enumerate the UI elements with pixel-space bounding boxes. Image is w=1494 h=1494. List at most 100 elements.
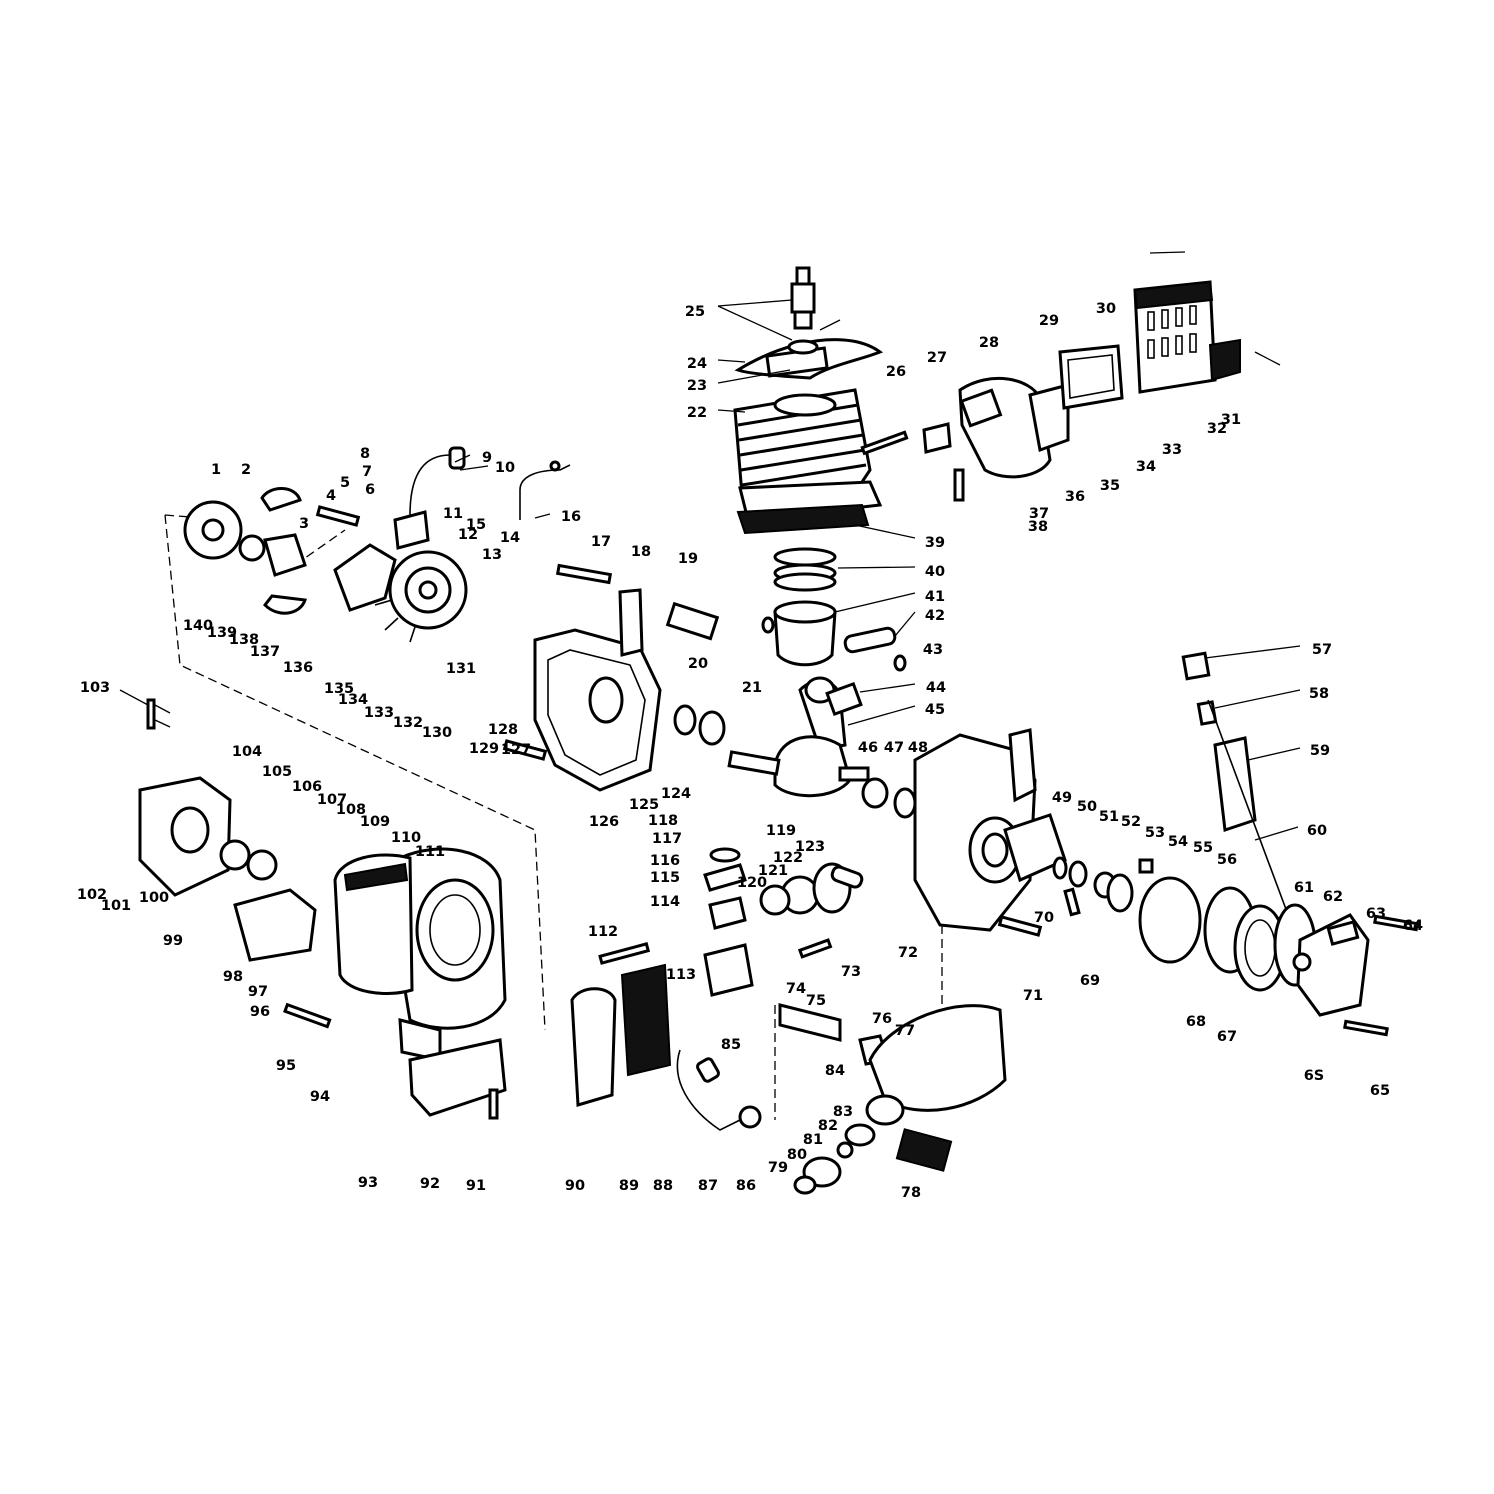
callout-114: 114 [650,894,680,910]
callout-134: 134 [338,692,368,708]
callout-102: 102 [77,887,107,903]
crankcase-right-half [913,728,1067,932]
callout-52: 52 [1121,814,1141,830]
intake-adapter [759,862,864,916]
callout-92: 92 [420,1176,440,1192]
callout-130: 130 [422,725,452,741]
callout-40: 40 [925,564,945,580]
crankcase-left-half [533,588,720,792]
starter-cover-left [138,776,317,962]
callout-70: 70 [1034,910,1054,926]
callout-105: 105 [262,764,292,780]
cylinder-cover-plate [734,338,884,380]
callout-34: 34 [1136,459,1156,475]
callout-65: 65 [1370,1083,1390,1099]
callout-117: 117 [652,831,682,847]
callout-49: 49 [1052,790,1072,806]
callout-42: 42 [925,608,945,624]
callout-68: 68 [1186,1014,1206,1030]
callout-73: 73 [841,964,861,980]
callout-7: 7 [362,464,372,480]
muffler [922,344,1124,479]
throttle-control [1181,651,1291,921]
callout-84: 84 [825,1063,845,1079]
callout-99: 99 [163,933,183,949]
callout-138: 138 [229,632,259,648]
callout-26: 26 [886,364,906,380]
callout-21: 21 [742,680,762,696]
callout-24: 24 [687,356,707,372]
callout-85: 85 [721,1037,741,1053]
callout-27: 27 [927,350,947,366]
callout-122: 122 [773,850,803,866]
callout-16: 16 [561,509,581,525]
callout-86: 86 [736,1178,756,1194]
callout-109: 109 [360,814,390,830]
callout-20: 20 [688,656,708,672]
recoil-starter [1138,876,1370,1017]
callout-2: 2 [241,462,251,478]
callout-33: 33 [1162,442,1182,458]
callout-118: 118 [648,813,678,829]
callout-104: 104 [232,744,262,760]
callout-131: 131 [446,661,476,677]
callout-140: 140 [183,618,213,634]
callout-97: 97 [248,984,268,1000]
callout-31: 31 [1221,412,1241,428]
fasteners [146,430,1419,1120]
callout-54: 54 [1168,834,1188,850]
muffler-shield [1133,280,1241,394]
callout-95: 95 [276,1058,296,1074]
callout-12: 12 [458,527,478,543]
clutch-assembly [183,487,308,615]
callout-35: 35 [1100,478,1120,494]
callout-51: 51 [1099,809,1119,825]
callout-39: 39 [925,535,945,551]
callout-81: 81 [803,1132,823,1148]
callout-28: 28 [979,335,999,351]
callout-110: 110 [391,830,421,846]
callout-62: 62 [1323,889,1343,905]
callout-108: 108 [336,802,366,818]
callout-18: 18 [631,544,651,560]
fuel-tank [793,1004,1007,1195]
callout-120: 120 [737,875,767,891]
callout-71: 71 [1023,988,1043,1004]
callout-61: 61 [1294,880,1314,896]
callout-124: 124 [661,786,691,802]
spark-plug [790,266,816,330]
callout-77: 77 [895,1023,915,1039]
callout-98: 98 [223,969,243,985]
callout-4: 4 [326,488,336,504]
callout-126: 126 [589,814,619,830]
callout-48: 48 [908,740,928,756]
callout-46: 46 [858,740,878,756]
callout-107: 107 [317,792,347,808]
callout-88: 88 [653,1178,673,1194]
callout-57: 57 [1312,642,1332,658]
callout-60: 60 [1307,823,1327,839]
callout-101: 101 [101,898,131,914]
callout-106: 106 [292,779,322,795]
callout-136: 136 [283,660,313,676]
callout-123: 123 [795,839,825,855]
callout-127: 127 [501,742,531,758]
fuel-tank-base [408,1038,507,1117]
callout-87: 87 [698,1178,718,1194]
callout-11: 11 [443,506,463,522]
callout-15: 15 [466,517,486,533]
callout-1: 1 [211,462,221,478]
callout-112: 112 [588,924,618,940]
air-filter-cover [333,853,414,995]
callout-103: 103 [80,680,110,696]
callout-30: 30 [1096,301,1116,317]
callout-19: 19 [678,551,698,567]
callout-113: 113 [666,967,696,983]
callout-37: 37 [1029,506,1049,522]
callout-59: 59 [1310,743,1330,759]
callout-38: 38 [1028,519,1048,535]
callout-67: 67 [1217,1029,1237,1045]
callout-72: 72 [898,945,918,961]
callout-89: 89 [619,1178,639,1194]
